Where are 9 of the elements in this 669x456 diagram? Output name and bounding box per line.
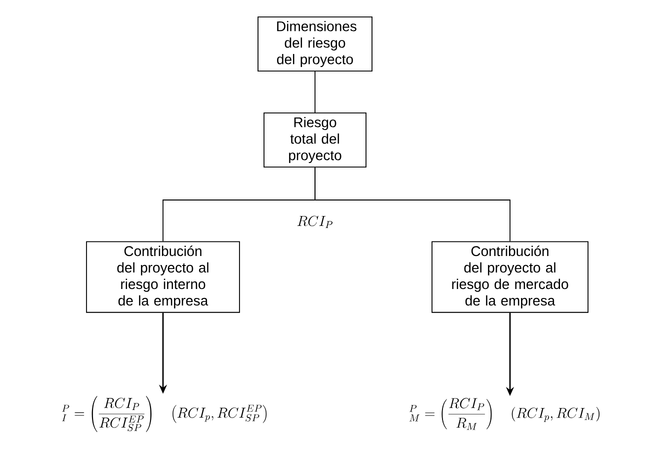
connector-line [314,167,510,242]
process-box: Contribución del proyecto al riesgo de mercado de la empresa [432,241,588,313]
process-box: Riesgo total del proyecto [264,112,366,168]
process-box: Dimensiones del riesgo del proyecto [258,16,372,72]
formula: ${}^{P}_{M} = \left(\frac{RCI_{P}}{R_{M}}\right) \quad \left(RCI_{p}, RCI_{M}\right)$ [409,398,600,430]
process-box: Contribución del proyecto al riesgo interno de la empresa [86,241,240,313]
connector-line [314,71,316,113]
formula-label: $RCI_{P}$ [297,216,332,228]
formula: ${}^{P}_{I} = \left(\frac{RCI_{P}}{RCI^{EP}_{SP}}\right) \quad \left(RCI_{p}, RCI^{EP}_{SP}\right)$ [62,396,267,432]
